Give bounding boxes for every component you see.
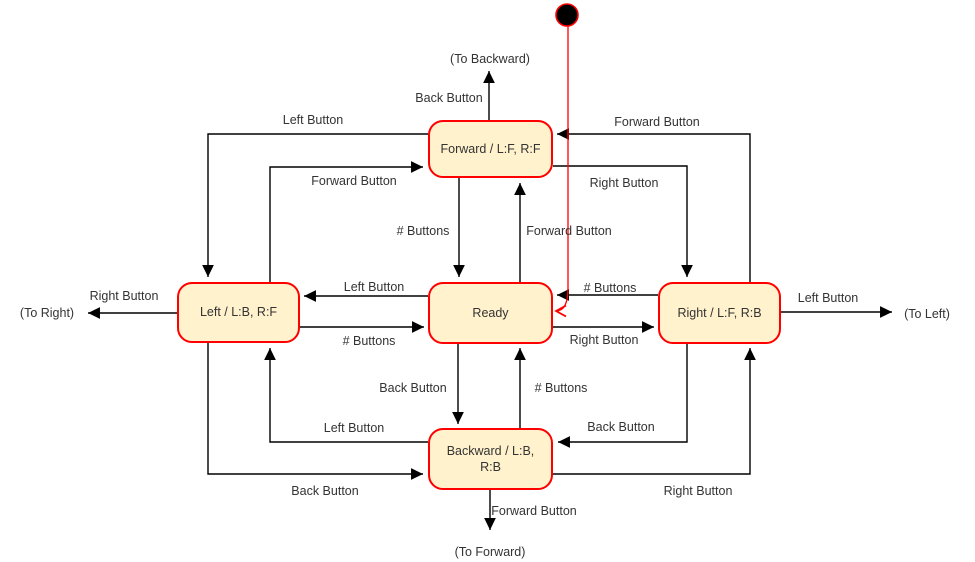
edge-label-forward-to-right: Right Button xyxy=(589,176,659,190)
edge-forward-to-right xyxy=(553,165,693,277)
edge-label-right-to-left-exit: Left Button xyxy=(797,291,859,305)
edge-left-to-forward xyxy=(269,161,423,282)
edge-label-left-to-right-exit: Right Button xyxy=(89,289,159,303)
edge-label-ready-to-forward: Forward Button xyxy=(526,224,612,238)
edge-label-backward-to-right: Right Button xyxy=(663,484,733,498)
edge-label-left-to-ready: # Buttons xyxy=(342,334,396,348)
edge-label-forward-to-backward-exit: Back Button xyxy=(415,91,483,105)
state-ready: Ready xyxy=(428,282,553,344)
edge-backward-to-left xyxy=(264,348,428,443)
edge-right-to-backward xyxy=(558,344,688,448)
edge-label-forward-to-left: Left Button xyxy=(282,113,344,127)
state-label-backward: Backward / L:B, R:B xyxy=(446,443,535,474)
edge-initial-to-ready xyxy=(554,26,569,318)
state-label-right: Right / L:F, R:B xyxy=(677,305,762,320)
external-label-to-left: (To Left) xyxy=(904,307,950,321)
edge-label-right-to-backward: Back Button xyxy=(587,420,655,434)
external-label-to-forward: (To Forward) xyxy=(454,545,526,559)
edge-label-forward-to-ready: # Buttons xyxy=(396,224,450,238)
edge-label-right-to-forward: Forward Button xyxy=(614,115,700,129)
edge-label-ready-to-backward: Back Button xyxy=(379,381,447,395)
state-left: Left / L:B, R:F xyxy=(177,282,300,343)
state-label-left: Left / L:B, R:F xyxy=(199,305,278,320)
initial-state-icon xyxy=(555,3,579,27)
edge-right-to-forward xyxy=(557,128,751,282)
edge-backward-to-right xyxy=(553,348,756,475)
state-label-ready: Ready xyxy=(472,305,509,320)
external-label-to-backward: (To Backward) xyxy=(450,52,530,66)
edge-label-right-to-ready: # Buttons xyxy=(583,281,637,295)
edge-label-ready-to-right: Right Button xyxy=(569,333,639,347)
state-label-forward: Forward / L:F, R:F xyxy=(440,141,541,156)
edge-label-ready-to-left: Left Button xyxy=(343,280,405,294)
state-forward: Forward / L:F, R:F xyxy=(428,120,553,178)
edge-label-left-to-forward: Forward Button xyxy=(311,174,397,188)
edge-forward-to-left xyxy=(202,133,428,277)
state-backward: Backward / L:B, R:B xyxy=(428,428,553,490)
edge-label-left-to-backward: Back Button xyxy=(291,484,359,498)
edge-label-backward-to-left: Left Button xyxy=(323,421,385,435)
edge-label-backward-to-forward-exit: Forward Button xyxy=(491,504,577,518)
edge-left-to-backward xyxy=(207,343,423,480)
state-right: Right / L:F, R:B xyxy=(658,282,781,344)
edge-label-backward-to-ready: # Buttons xyxy=(534,381,588,395)
external-label-to-right: (To Right) xyxy=(19,306,75,320)
